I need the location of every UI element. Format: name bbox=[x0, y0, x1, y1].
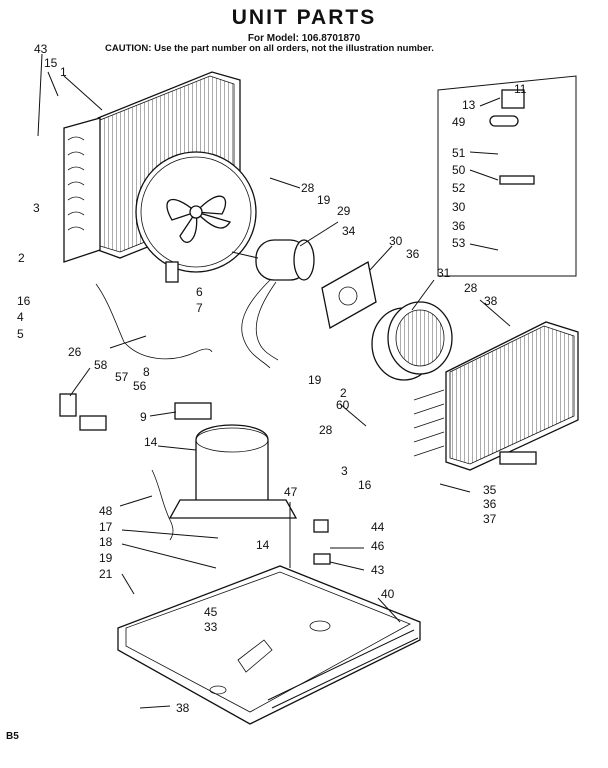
callout-53: 53 bbox=[452, 236, 466, 250]
callout-44: 43 bbox=[371, 563, 385, 577]
callout-43: 43 bbox=[34, 42, 48, 56]
callout-6: 6 bbox=[196, 285, 203, 299]
callout-38: 38 bbox=[176, 701, 190, 715]
callout-19-mid: 19 bbox=[308, 373, 322, 387]
callout-23-right: 28 bbox=[464, 281, 478, 295]
base-pan bbox=[117, 565, 421, 725]
thermostat bbox=[59, 393, 77, 417]
callout-57: 57 bbox=[115, 370, 129, 384]
callout-4: 4 bbox=[17, 310, 24, 324]
motor-mount-bracket bbox=[321, 260, 377, 330]
blower-wheel bbox=[371, 301, 453, 381]
callout-labels: 43 15 1 3 2 16 4 5 6 7 26 28 19 29 34 30… bbox=[17, 42, 527, 715]
callout-16-left: 16 bbox=[17, 294, 31, 308]
wire-harness bbox=[95, 283, 213, 360]
fan-blade bbox=[135, 151, 257, 283]
capacitor-leads bbox=[151, 469, 174, 541]
callout-49: 49 bbox=[452, 115, 466, 129]
model-number: For Model: 106.8701870 bbox=[247, 33, 361, 44]
callout-2-left: 2 bbox=[18, 251, 25, 265]
callout-15: 15 bbox=[44, 56, 58, 70]
callout-9: 9 bbox=[140, 410, 147, 424]
callout-10: 11 bbox=[514, 82, 527, 96]
leader-lines bbox=[37, 53, 511, 709]
callout-45: 44 bbox=[371, 520, 385, 534]
callout-36: 36 bbox=[452, 219, 466, 233]
callout-30: 30 bbox=[452, 200, 466, 214]
callout-21: 21 bbox=[99, 567, 113, 581]
callout-23-top: 28 bbox=[301, 181, 315, 195]
caution-note: CAUTION: Use the part number on all orde… bbox=[105, 43, 434, 54]
callout-8: 8 bbox=[143, 365, 150, 379]
page-title: UNIT PARTS bbox=[231, 6, 377, 29]
callout-11: 13 bbox=[462, 98, 476, 112]
callout-39: 38 bbox=[484, 294, 498, 308]
callout-3-mid: 3 bbox=[341, 464, 348, 478]
callout-25: 30 bbox=[389, 234, 403, 248]
callout-13: 14 bbox=[144, 435, 158, 449]
evaporator-coil bbox=[413, 321, 579, 471]
fan-motor bbox=[231, 239, 315, 369]
callout-26: 31 bbox=[437, 266, 451, 280]
switch-knob bbox=[501, 89, 525, 109]
callout-7: 7 bbox=[196, 301, 203, 315]
control-bracket bbox=[499, 175, 535, 185]
callout-31: 34 bbox=[342, 224, 356, 238]
callout-40: 45 bbox=[204, 605, 218, 619]
callout-19-top: 19 bbox=[317, 193, 331, 207]
compressor bbox=[168, 424, 298, 519]
callout-2-mid: 2 bbox=[340, 386, 347, 400]
callout-18: 18 bbox=[99, 535, 113, 549]
callout-19-low: 19 bbox=[99, 551, 113, 565]
controls-group-outline bbox=[437, 75, 577, 277]
callout-56: 56 bbox=[133, 379, 147, 393]
clip bbox=[313, 519, 329, 533]
callout-46: 47 bbox=[284, 485, 298, 499]
control-shaft bbox=[489, 115, 519, 127]
grommet bbox=[313, 553, 331, 565]
callout-60: 60 bbox=[336, 398, 350, 412]
callout-17: 17 bbox=[99, 520, 113, 534]
callout-28: 28 bbox=[319, 423, 333, 437]
page-id: B5 bbox=[6, 731, 19, 742]
callout-14: 14 bbox=[256, 538, 270, 552]
callout-32: 36 bbox=[406, 247, 420, 261]
callout-51: 51 bbox=[452, 146, 466, 160]
callout-33: 35 bbox=[483, 483, 497, 497]
callout-3-left: 3 bbox=[33, 201, 40, 215]
callout-1: 1 bbox=[60, 65, 67, 79]
callout-50: 50 bbox=[452, 163, 466, 177]
callout-35: 37 bbox=[483, 512, 497, 526]
callout-47: 46 bbox=[371, 539, 385, 553]
callout-37: 40 bbox=[381, 587, 395, 601]
callout-5: 5 bbox=[17, 327, 24, 341]
callout-34: 36 bbox=[483, 497, 497, 511]
callout-52: 52 bbox=[452, 181, 466, 195]
selector-switch bbox=[79, 415, 107, 431]
callout-22: 26 bbox=[68, 345, 82, 359]
callout-29: 33 bbox=[204, 620, 218, 634]
mounting-bracket bbox=[174, 402, 212, 420]
callout-24: 29 bbox=[337, 204, 351, 218]
callout-58: 58 bbox=[94, 358, 108, 372]
callout-16-mid: 16 bbox=[358, 478, 372, 492]
drain-bracket bbox=[499, 451, 537, 465]
callout-48: 48 bbox=[99, 504, 113, 518]
